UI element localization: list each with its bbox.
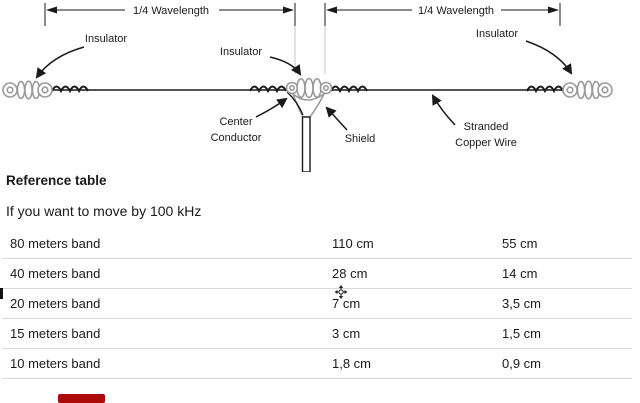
callout-arrows [35, 40, 573, 131]
dimension-right-label: 1/4 Wavelength [418, 5, 494, 17]
table-row: 15 meters band 3 cm 1,5 cm [2, 319, 632, 349]
arrow-left-insulator [35, 46, 85, 79]
label-insulator-center: Insulator [220, 46, 263, 58]
label-insulator-right: Insulator [476, 28, 519, 40]
left-insulator-drawing [2, 80, 53, 100]
table-row: 10 meters band 1,8 cm 0,9 cm [2, 349, 632, 379]
band-cell: 15 meters band [10, 326, 101, 341]
half-move-cell: 55 cm [502, 236, 538, 251]
full-move-cell: 1,8 cm [332, 356, 372, 371]
arrow-right-insulator [525, 40, 573, 75]
band-cell: 80 meters band [10, 236, 101, 251]
half-move-cell: 1,5 cm [502, 326, 542, 341]
wire-twists [51, 85, 564, 94]
half-move-cell: 0,9 cm [502, 356, 542, 371]
move-cursor-icon [334, 285, 348, 299]
label-stranded-line1: Stranded [464, 121, 509, 133]
full-move-cell: 3 cm [332, 326, 361, 341]
coax-cable [301, 116, 311, 172]
reference-table-subtitle: If you want to move by 100 kHz [6, 203, 202, 219]
dimension-right [324, 3, 561, 74]
reference-table-title: Reference table [6, 173, 107, 188]
band-cell: 20 meters band [10, 296, 101, 311]
label-center-conductor-line1: Center [219, 116, 252, 128]
band-cell: 40 meters band [10, 266, 101, 281]
band-reference-table: 80 meters band 110 cm 55 cm 40 meters ba… [2, 229, 632, 379]
arrow-center-conductor [255, 97, 288, 118]
dipole-antenna-diagram: 1/4 Wavelength 1/4 Wavelength [2, 3, 613, 172]
table-row: 80 meters band 110 cm 55 cm [2, 229, 632, 259]
half-move-cell: 3,5 cm [502, 296, 542, 311]
half-move-cell: 14 cm [502, 266, 538, 281]
right-insulator-drawing [562, 80, 613, 100]
dimension-left-label: 1/4 Wavelength [133, 5, 209, 17]
table-row: 20 meters band 7 cm 3,5 cm [2, 289, 632, 319]
full-move-cell: 110 cm [332, 236, 374, 251]
arrow-center-insulator [269, 56, 302, 76]
band-cell: 10 meters band [10, 356, 101, 371]
label-insulator-left: Insulator [85, 33, 128, 45]
arrow-stranded-wire [431, 94, 456, 126]
label-center-conductor-line2: Conductor [211, 132, 262, 144]
full-move-cell: 28 cm [332, 266, 368, 281]
table-row: 40 meters band 28 cm 14 cm [2, 259, 632, 289]
center-insulator-drawing [285, 77, 333, 99]
label-shield: Shield [345, 133, 376, 145]
full-move-cell: 7 cm [332, 296, 361, 311]
red-progress-badge[interactable] [58, 394, 105, 403]
arrow-shield [325, 106, 348, 131]
text-caret-mark [0, 288, 3, 299]
coax-center-conductor-line [286, 91, 304, 116]
label-stranded-line2: Copper Wire [455, 137, 517, 149]
dimension-left [44, 3, 296, 74]
